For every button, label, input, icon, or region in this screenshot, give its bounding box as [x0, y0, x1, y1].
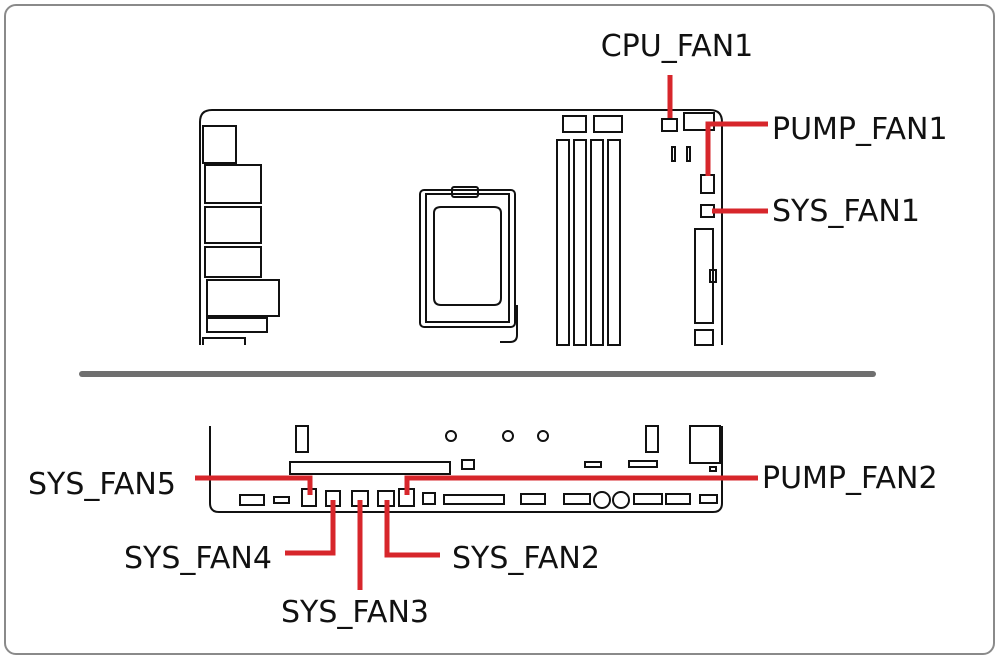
board-outline-top: [199, 109, 723, 345]
component: [461, 459, 475, 470]
pump-fan2-leader: [404, 475, 758, 495]
header: [563, 493, 591, 505]
mount-hole: [537, 430, 549, 442]
io-port: [206, 317, 268, 333]
board-outline-bottom: [209, 426, 723, 513]
component: [709, 269, 717, 283]
mount-hole: [445, 430, 457, 442]
cpu-fan1-header: [661, 118, 678, 132]
header: [633, 493, 663, 505]
sys-fan2-label: SYS_FAN2: [452, 541, 600, 576]
component: [584, 461, 602, 468]
component: [295, 425, 309, 453]
pcie-slot: [289, 461, 451, 475]
battery: [612, 491, 630, 509]
component: [689, 425, 721, 464]
pump-fan1-label: PUMP_FAN1: [772, 112, 948, 147]
header: [665, 493, 691, 505]
sys-fan2-leader: [384, 500, 440, 558]
sys-fan4-label: SYS_FAN4: [124, 541, 272, 576]
header: [699, 494, 718, 504]
component: [686, 146, 691, 162]
sys-fan5-leader: [195, 475, 313, 495]
io-port: [204, 246, 262, 278]
io-port: [206, 279, 280, 317]
component: [645, 425, 659, 453]
atx-power-connector: [694, 228, 714, 324]
header: [422, 492, 436, 505]
sys-fan1-label: SYS_FAN1: [772, 194, 920, 229]
battery: [593, 491, 611, 509]
diagram-frame: [4, 4, 995, 655]
component: [628, 460, 658, 468]
header: [443, 494, 505, 505]
component: [709, 466, 717, 472]
io-port: [204, 206, 262, 244]
io-port: [202, 337, 246, 345]
io-port: [204, 164, 262, 204]
mount-hole: [502, 430, 514, 442]
sys-fan5-label: SYS_FAN5: [28, 467, 176, 502]
pump-fan1-leader: [705, 121, 768, 176]
leader-lines: [195, 75, 768, 590]
io-port: [202, 125, 237, 164]
sys-fan4-leader: [285, 500, 336, 556]
cpu-fan1-label: CPU_FAN1: [601, 29, 754, 64]
pump-fan2-label: PUMP_FAN2: [762, 461, 938, 496]
header: [239, 494, 265, 506]
pump-fan1-header: [700, 174, 715, 194]
component: [694, 329, 714, 346]
dimm-slots: [556, 115, 623, 346]
cpu-socket: [419, 186, 518, 343]
header: [273, 496, 290, 504]
sys-fan3-label: SYS_FAN3: [281, 595, 429, 630]
motherboard-top-section: [199, 109, 723, 346]
header: [520, 493, 546, 505]
motherboard-bottom-section: [209, 425, 723, 513]
component: [671, 146, 676, 162]
